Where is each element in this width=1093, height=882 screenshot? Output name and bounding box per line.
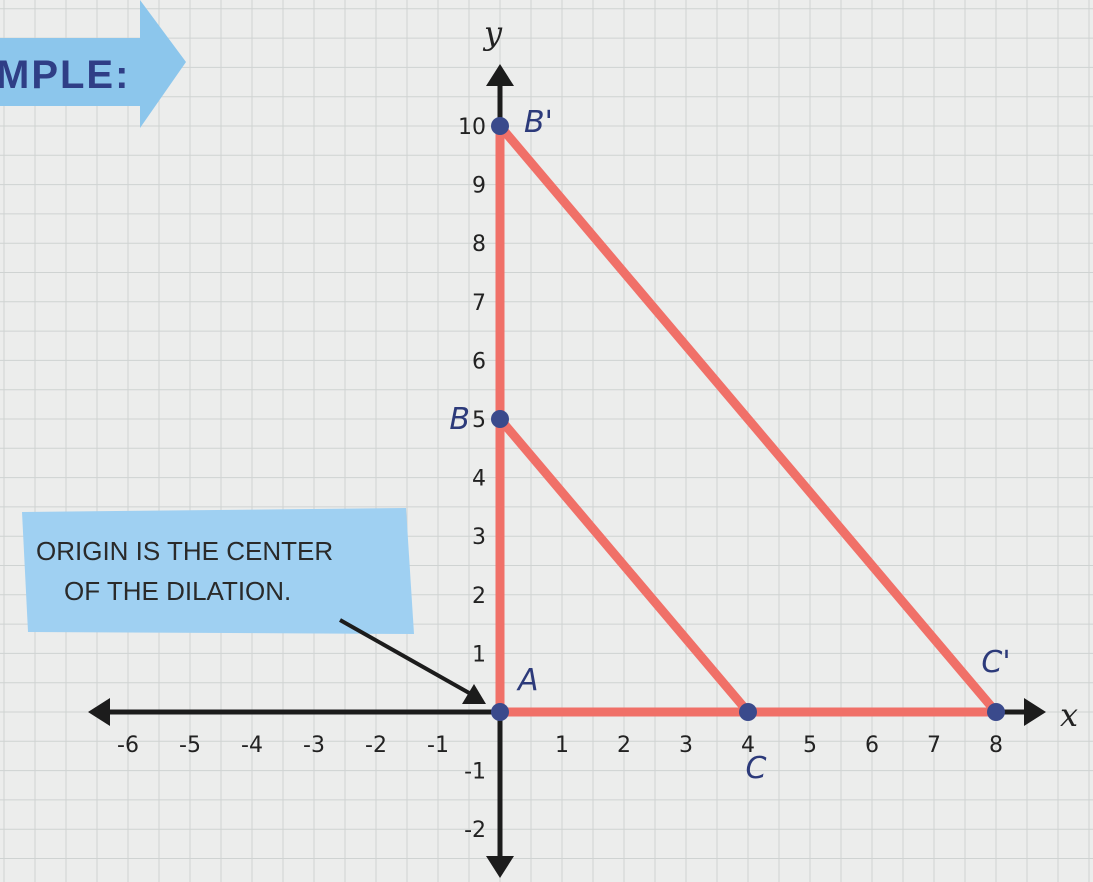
x-tick-label: -3 (303, 733, 325, 758)
y-tick-label: -1 (464, 760, 486, 785)
x-tick-label: 2 (617, 733, 631, 758)
example-banner: MPLE: (0, 0, 186, 128)
origin-note: ORIGIN IS THE CENTER OF THE DILATION. (22, 508, 414, 634)
point-label: A (516, 663, 539, 698)
x-tick-label: 3 (679, 733, 693, 758)
x-tick-label: 1 (555, 733, 569, 758)
point-label: C' (981, 645, 1010, 680)
points: A B C B' C' (449, 105, 1010, 786)
y-tick-label: 6 (472, 349, 486, 374)
x-tick-label: 4 (741, 733, 755, 758)
y-tick-label: 7 (472, 291, 486, 316)
note-pointer-arrow (339, 618, 486, 704)
y-tick-label: 4 (472, 467, 486, 492)
y-tick-label: 8 (472, 232, 486, 257)
x-axis-name: x (1060, 696, 1078, 734)
point-C (739, 703, 757, 721)
y-tick-label: 9 (472, 174, 486, 199)
x-tick-label: 5 (803, 733, 817, 758)
banner-text: MPLE: (0, 53, 130, 97)
x-tick-label: 7 (927, 733, 941, 758)
y-axis-top-arrowhead (486, 64, 514, 86)
tick-labels: -6 -5 -4 -3 -2 -1 1 2 3 4 5 6 7 8 -2 -1 1 2 3 4 5 6 7 8 9 10 (117, 115, 1003, 843)
y-tick-label: 2 (472, 584, 486, 609)
point-label: B (449, 402, 470, 437)
point-label: C (746, 751, 767, 786)
x-axis-right-arrowhead (1024, 698, 1046, 726)
y-tick-label: -2 (464, 818, 486, 843)
point-B (491, 410, 509, 428)
y-tick-label: 10 (458, 115, 486, 140)
y-axis-name: y (482, 14, 503, 52)
y-tick-label: 5 (472, 408, 486, 433)
point-label: B' (524, 105, 553, 140)
x-tick-label: -4 (241, 733, 263, 758)
note-line-2: OF THE DILATION. (64, 576, 291, 606)
y-tick-label: 3 (472, 525, 486, 550)
x-tick-label: 6 (865, 733, 879, 758)
x-tick-label: -6 (117, 733, 139, 758)
x-axis-left-arrowhead (88, 698, 110, 726)
x-tick-label: -5 (179, 733, 201, 758)
x-tick-label: 8 (989, 733, 1003, 758)
point-A (491, 703, 509, 721)
x-tick-label: -1 (427, 733, 449, 758)
banner-arrow-shape (0, 0, 186, 128)
x-tick-label: -2 (365, 733, 387, 758)
point-C-prime (987, 703, 1005, 721)
note-box (22, 508, 414, 634)
note-line-1: ORIGIN IS THE CENTER (36, 536, 333, 566)
y-axis-bottom-arrowhead (486, 856, 514, 878)
point-B-prime (491, 117, 509, 135)
y-tick-label: 1 (472, 642, 486, 667)
